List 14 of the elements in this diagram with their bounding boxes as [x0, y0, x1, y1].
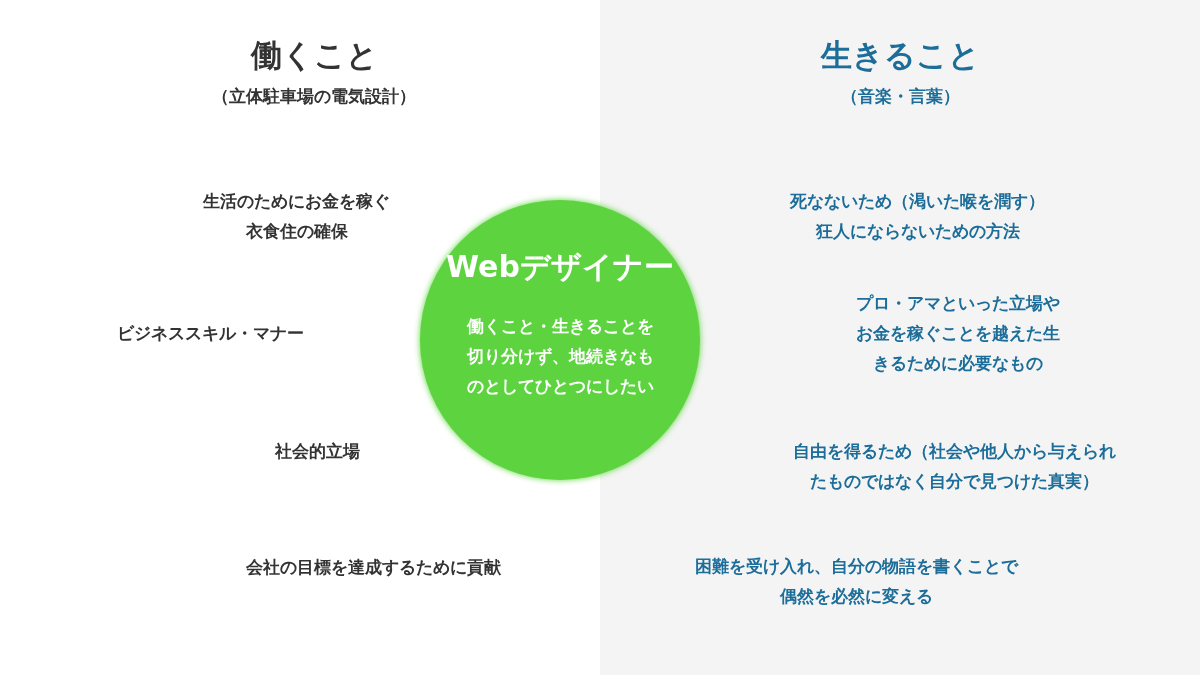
- item-text: 社会的立場: [274, 440, 360, 463]
- item-text: 会社の目標を達成するために貢献: [245, 556, 501, 579]
- column-heading: 生きること: [820, 36, 980, 75]
- item-text: ビジネススキル・マナー: [116, 322, 304, 345]
- circle-title: Webデザイナー: [446, 248, 674, 286]
- column-subheading: （音楽・言葉）: [840, 85, 960, 108]
- item-text: 自由を得るため（社会や他人から与えられたものではなく自分で見つけた真実）: [792, 440, 1118, 493]
- circle-description: 働くこと・生きることを切り分けず、地続きなものとしてひとつにしたい: [465, 315, 655, 398]
- item-text: 困難を受け入れ、自分の物語を書くことで偶然を必然に変える: [694, 555, 1020, 608]
- column-subheading: （立体駐車場の電気設計）: [212, 85, 416, 108]
- column-heading: 働くこと: [250, 36, 378, 75]
- item-text: プロ・アマといった立場やお金を稼ぐことを越えた生きるために必要なもの: [855, 292, 1061, 375]
- item-text: 死なないため（渇いた喉を潤す）狂人にならないための方法: [789, 190, 1047, 243]
- item-text: 生活のためにお金を稼ぐ衣食住の確保: [202, 190, 392, 243]
